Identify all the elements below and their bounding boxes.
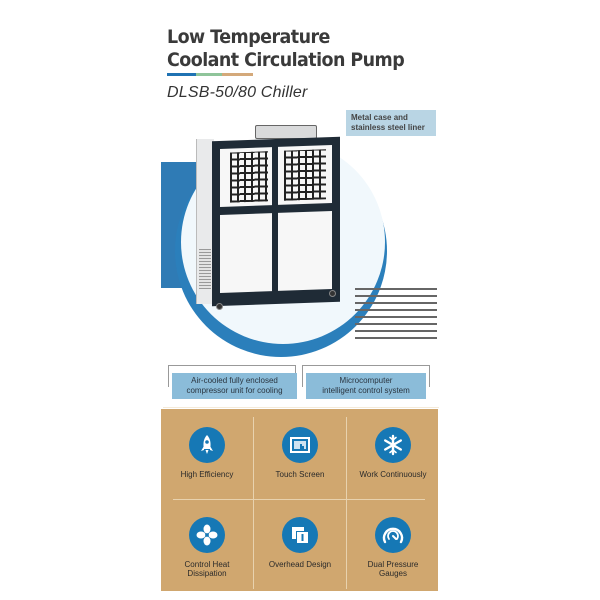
feature-high-efficiency: High Efficiency bbox=[161, 427, 253, 479]
feature-dual-pressure-gauges: Dual Pressure Gauges bbox=[347, 517, 439, 578]
page-title: Low Temperature Coolant Circulation Pump bbox=[167, 26, 405, 72]
caster-wheel bbox=[329, 290, 336, 297]
hero-section bbox=[161, 125, 437, 357]
highlight-row: Air-cooled fully enclosed compressor uni… bbox=[163, 360, 443, 406]
lower-panel-left bbox=[220, 213, 272, 293]
model-subtitle: DLSB-50/80 Chiller bbox=[167, 84, 308, 101]
title-line-2: Coolant Circulation Pump bbox=[167, 49, 405, 71]
overhead-design-icon bbox=[282, 517, 318, 553]
lower-panel-right bbox=[278, 211, 332, 291]
rocket-icon bbox=[189, 427, 225, 463]
fan-icon bbox=[189, 517, 225, 553]
feature-overhead-design: Overhead Design bbox=[254, 517, 346, 569]
pressure-gauge-icon bbox=[375, 517, 411, 553]
decorative-stripes bbox=[355, 288, 437, 344]
feature-work-continuously: Work Continuously bbox=[347, 427, 439, 479]
touch-screen-icon bbox=[282, 427, 318, 463]
material-callout: Metal case and stainless steel liner bbox=[346, 110, 436, 136]
highlight-microcomputer: Microcomputer intelligent control system bbox=[306, 373, 426, 399]
color-bar-green bbox=[196, 73, 222, 76]
vent-grille-left bbox=[230, 151, 268, 203]
snowflake-icon bbox=[375, 427, 411, 463]
side-panel bbox=[196, 139, 214, 304]
color-bar-tan bbox=[222, 73, 253, 76]
title-color-bar bbox=[167, 73, 253, 76]
feature-control-heat-dissipation: Control Heat Dissipation bbox=[161, 517, 253, 578]
bracket-frame bbox=[302, 365, 430, 387]
title-line-1: Low Temperature bbox=[167, 26, 330, 48]
feature-touch-screen: Touch Screen bbox=[254, 427, 346, 479]
highlight-air-cooled: Air-cooled fully enclosed compressor uni… bbox=[172, 373, 297, 399]
caster-wheel bbox=[216, 303, 223, 310]
chiller-unit-image bbox=[196, 125, 340, 310]
features-grid: High Efficiency Touch Screen Work Contin… bbox=[161, 409, 438, 591]
machine-frame bbox=[212, 136, 340, 307]
vent-grille-right bbox=[284, 149, 326, 201]
color-bar-blue bbox=[167, 73, 196, 76]
divider bbox=[163, 407, 439, 408]
